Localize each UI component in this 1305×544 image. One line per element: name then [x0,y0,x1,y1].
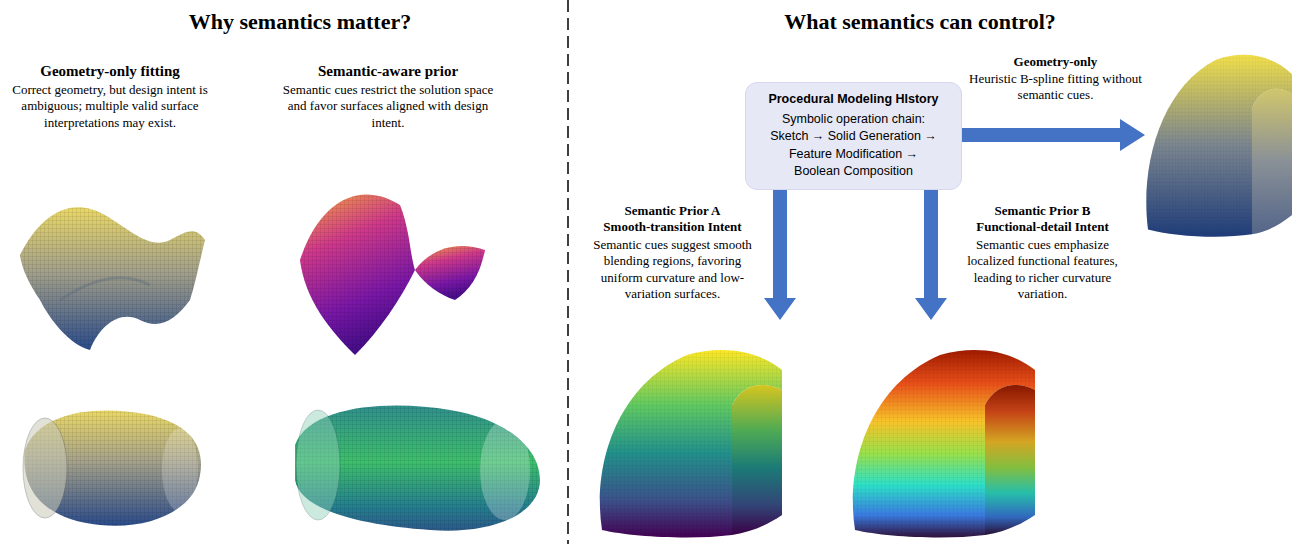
process-box: Procedural Modeling HIstorySymbolic oper… [745,82,962,190]
branch-heading: Geometry-only [968,54,1143,70]
tube-surface [23,411,201,526]
box-body: Symbolic operation chain: Sketch → Solid… [756,109,951,181]
section-heading: What semantics can control? [760,8,1080,36]
shell-surface [600,350,782,537]
branch-heading: Semantic Prior B [955,203,1130,219]
wavy-surface [20,207,205,350]
divider-line [567,0,569,544]
shell-surface [1146,55,1292,237]
column-body: Correct geometry, but design intent is a… [4,82,216,131]
shell-surface [853,350,1035,537]
column-heading: Geometry-only fitting [4,62,216,81]
branch-body: Semantic cues suggest smooth blending re… [590,237,755,302]
tube-surface [295,406,540,531]
block-arrow [950,119,1145,151]
box-title: Procedural Modeling HIstory [756,91,951,109]
column-body: Semantic cues restrict the solution spac… [278,82,498,131]
saddle-surface [300,194,485,355]
column-heading: Semantic-aware prior [278,62,498,81]
branch-heading: Semantic Prior A [590,203,755,219]
branch-heading: Functional-detail Intent [955,219,1130,235]
section-heading: Why semantics matter? [150,8,450,36]
branch-heading: Smooth-transition Intent [590,219,755,235]
branch-body: Heuristic B-spline fitting without seman… [968,71,1143,104]
branch-body: Semantic cues emphasize localized functi… [955,237,1130,302]
